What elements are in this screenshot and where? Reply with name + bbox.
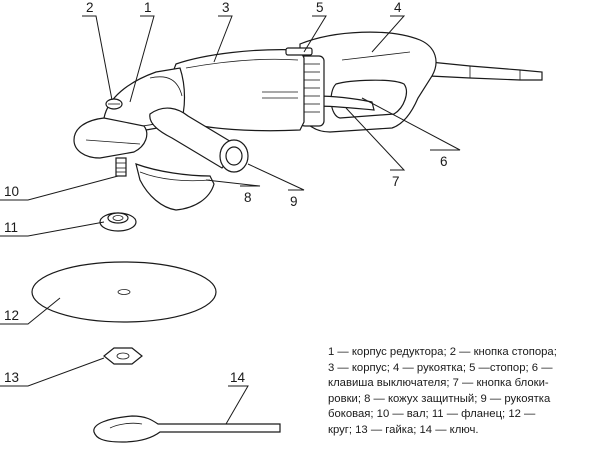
motor-ribs — [299, 55, 325, 127]
callout-2: 2 — [86, 0, 94, 15]
switch-lever — [315, 95, 375, 111]
wrench — [93, 415, 281, 443]
parts-legend: 1 — корпус редуктора; 2 — кнопка стопора… — [328, 345, 600, 439]
spindle-shaft — [115, 157, 127, 177]
callout-9: 9 — [290, 194, 298, 209]
side-handle — [149, 107, 249, 173]
legend-line: 1 — корпус редуктора; 2 — кнопка стопора… — [328, 346, 557, 358]
legend-line: круг; 13 — гайка; 14 — ключ. — [328, 423, 479, 436]
callout-1: 1 — [144, 0, 152, 15]
spindle-lock-button — [105, 98, 123, 110]
power-cord — [429, 61, 543, 81]
flange — [99, 212, 137, 232]
grinding-disc — [31, 261, 217, 323]
callout-11: 11 — [4, 220, 18, 235]
callout-6: 6 — [440, 154, 448, 169]
callout-13: 13 — [4, 370, 19, 385]
protective-guard — [135, 163, 215, 211]
leader-lines — [0, 15, 461, 425]
callout-8: 8 — [244, 190, 252, 205]
callout-5: 5 — [316, 0, 324, 15]
callout-10: 10 — [4, 184, 19, 199]
callout-14: 14 — [230, 370, 246, 385]
callout-3: 3 — [222, 0, 230, 15]
lock-button — [285, 47, 313, 56]
legend-line: клавиша выключателя; 7 — кнопка блоки- — [328, 377, 549, 390]
callout-labels: 2 1 3 5 4 6 7 8 9 10 11 12 13 14 — [4, 0, 448, 385]
callout-4: 4 — [394, 0, 402, 15]
legend-line: боковая; 10 — вал; 11 — фланец; 12 — — [328, 408, 536, 421]
legend-line: ровки; 8 — кожух защитный; 9 — рукоятка — [328, 392, 551, 405]
callout-12: 12 — [4, 308, 19, 323]
callout-7: 7 — [392, 174, 400, 189]
gearbox-head — [73, 117, 148, 159]
nut — [103, 347, 143, 365]
legend-line: 3 — корпус; 4 — рукоятка; 5 —стопор; 6 — — [328, 361, 553, 374]
